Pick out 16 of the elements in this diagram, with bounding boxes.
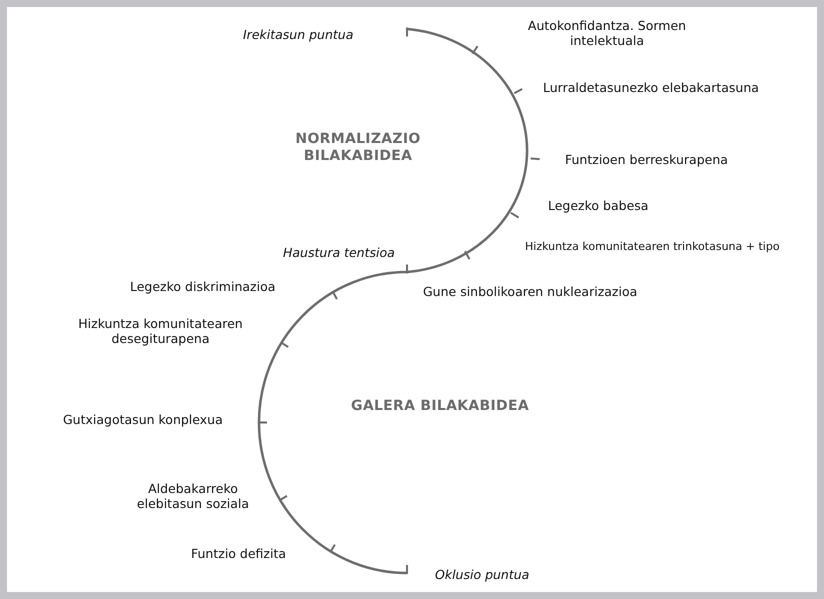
phase-heading: GALERA BILAKABIDEA [350,398,530,415]
stage-label: Legezko babesa [548,198,648,213]
stage-label: Lurraldetasunezko elebakartasuna [543,80,759,95]
stage-label: Hizkuntza komunitatearen trinkotasuna + tipo [525,239,780,254]
stage-label: Hizkuntza komunitatearen desegiturapena [77,316,244,346]
point-label: Haustura tentsioa [283,245,395,260]
phase-heading: NORMALIZAZIO BILAKABIDEA [294,131,422,165]
stage-label: Funtzioen berreskurapena [565,152,728,167]
stage-label: Funtzio defizita [191,546,286,561]
stage-label: Aldebakarreko elebitasun soziala [136,481,250,511]
point-label: Irekitasun puntua [243,27,354,42]
stage-label: Gutxiagotasun konplexua [63,412,223,427]
stage-label: Gune sinbolikoaren nuklearizazioa [423,284,638,299]
stage-label: Legezko diskriminazioa [130,279,276,294]
stage-label: Autokonfidantza. Sormen intelektuala [526,18,688,48]
point-label: Oklusio puntua [435,567,530,582]
